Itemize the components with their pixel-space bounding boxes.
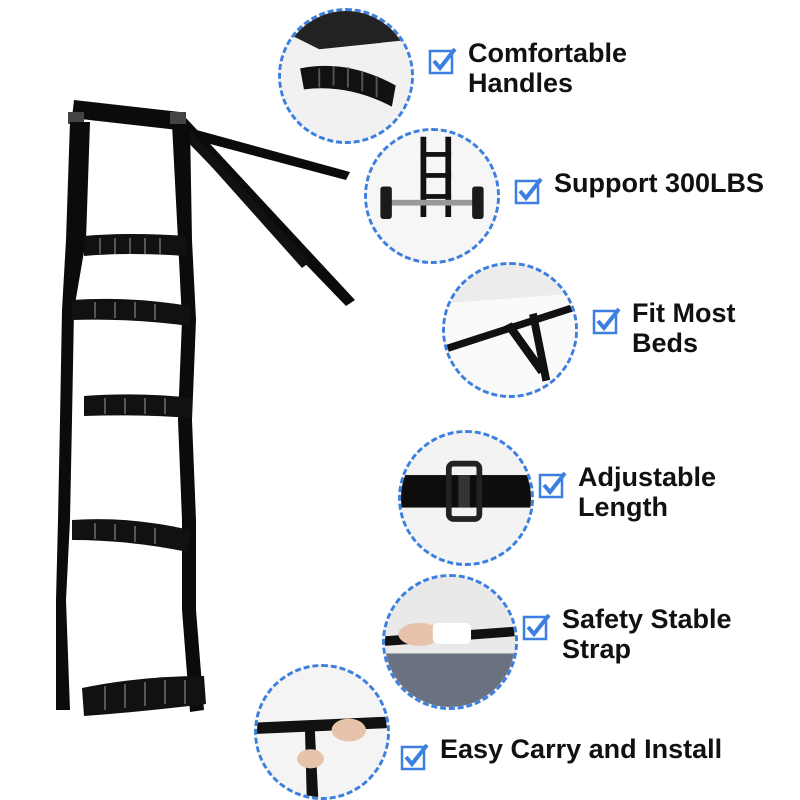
checkbox-icon bbox=[400, 743, 429, 771]
feature-fit-most-beds: Fit Most Beds bbox=[592, 298, 735, 358]
checkbox-icon bbox=[592, 307, 621, 335]
weight-support-photo bbox=[364, 128, 500, 264]
bed-ladder-product-image bbox=[56, 100, 355, 716]
feature-text: Safety Stable Strap bbox=[562, 604, 732, 664]
checkbox-icon bbox=[514, 177, 543, 205]
feature-text: Comfortable Handles bbox=[468, 38, 628, 98]
feature-support-300lbs: Support 300LBS bbox=[514, 168, 764, 206]
feature-easy-carry-install: Easy Carry and Install bbox=[400, 734, 722, 772]
install-photo bbox=[254, 664, 390, 800]
buckle-photo bbox=[398, 430, 534, 566]
bed-fit-photo bbox=[442, 262, 578, 398]
checkbox-icon bbox=[538, 471, 567, 499]
feature-text: Support 300LBS bbox=[554, 168, 765, 198]
feature-adjustable-length: Adjustable Length bbox=[538, 462, 716, 522]
checkbox-icon bbox=[522, 613, 551, 641]
feature-text: Fit Most Beds bbox=[632, 298, 736, 358]
checkbox-icon bbox=[428, 47, 457, 75]
feature-comfortable-handles: Comfortable Handles bbox=[428, 38, 627, 98]
strap-photo bbox=[382, 574, 518, 710]
handles-photo bbox=[278, 8, 414, 144]
feature-safety-stable-strap: Safety Stable Strap bbox=[522, 604, 732, 664]
feature-text: Easy Carry and Install bbox=[440, 734, 723, 764]
feature-text: Adjustable Length bbox=[578, 462, 717, 522]
